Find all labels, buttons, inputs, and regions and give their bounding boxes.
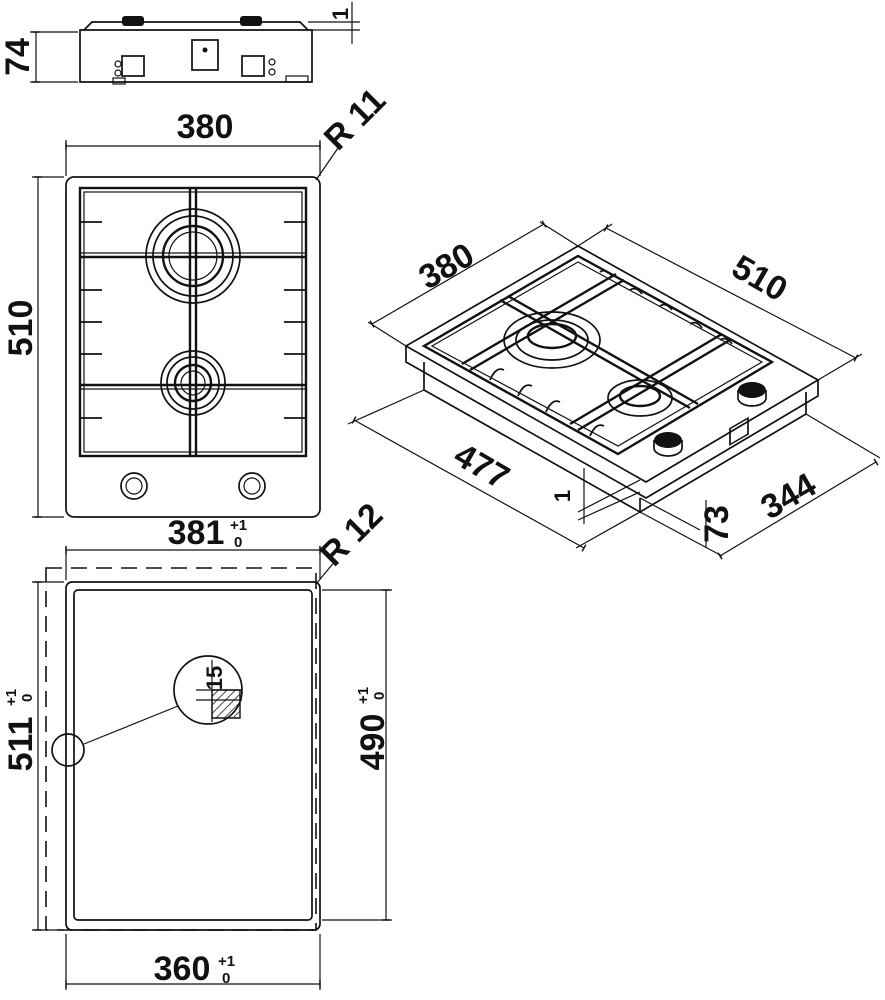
knob-right-icon — [240, 16, 262, 26]
hob-outline — [65, 176, 321, 518]
grate-fingers — [80, 221, 306, 419]
iso-knob-right-icon — [737, 382, 767, 407]
iso-cutout-width-label: 344 — [754, 466, 822, 527]
cutout-outer-depth-tol-upper: +1 — [3, 689, 20, 706]
iso-burner-large-icon — [503, 311, 601, 369]
iso-burner-small-icon — [607, 379, 673, 417]
top-width-label: 380 — [177, 108, 234, 146]
cutout-inner-width-tol-upper: +1 — [218, 953, 235, 970]
cutout-width-label: 381 — [168, 514, 225, 552]
cutout-inner-depth-tol-lower: 0 — [371, 692, 388, 700]
cutout-inner-depth-tol-upper: +1 — [355, 687, 372, 704]
detail-callout: 15 — [173, 655, 243, 725]
isometric-view: 380 510 477 1 73 344 — [347, 220, 881, 560]
detail-marker — [51, 733, 85, 767]
gas-connector-icon — [191, 39, 219, 71]
control-knob-right-icon — [238, 472, 266, 500]
side-clearance-label: 1 — [328, 8, 353, 20]
burner-large-icon — [145, 208, 241, 304]
cutout-view: 381 +1 0 R 12 511 +1 0 490 +1 0 360 +1 0 — [2, 496, 392, 990]
iso-height-label: 73 — [698, 505, 736, 543]
detail-dimension-label: 15 — [202, 666, 227, 690]
iso-width-label: 380 — [412, 236, 480, 297]
iso-depth-label: 510 — [725, 248, 793, 309]
cutout-inner — [73, 589, 313, 921]
top-depth-label: 510 — [2, 300, 40, 357]
cutout-inner-width-label: 360 — [154, 950, 211, 988]
iso-gap-label: 1 — [550, 490, 575, 502]
cutout-inner-width-tol-lower: 0 — [222, 970, 230, 987]
burner-small-icon — [160, 350, 226, 416]
cutout-outer-depth-tol-lower: 0 — [19, 694, 36, 702]
cutout-outer-depth-label: 511 — [2, 717, 40, 772]
cutout-inner-depth-label: 490 — [354, 714, 392, 771]
cutout-radius-label: R 12 — [313, 496, 391, 574]
iso-connector-icon — [729, 416, 749, 446]
valve-right-icon — [241, 55, 309, 83]
iso-knob-left-icon — [653, 432, 683, 457]
top-radius-label: R 11 — [317, 81, 393, 157]
control-knob-left-icon — [120, 472, 148, 500]
valve-left-icon — [112, 55, 145, 85]
cutout-width-tol-upper: +1 — [230, 517, 247, 534]
side-view-top-rim — [83, 21, 309, 31]
side-height-label: 74 — [0, 38, 37, 76]
top-view: 380 R 11 510 — [2, 81, 393, 518]
side-view: 74 1 — [0, 2, 360, 85]
cutout-width-tol-lower: 0 — [234, 534, 242, 551]
knob-left-icon — [122, 16, 144, 26]
iso-box-left — [423, 362, 641, 514]
iso-cutout-depth-label: 477 — [447, 436, 515, 497]
side-view-body — [79, 29, 313, 83]
cutout-outer-dashed — [45, 567, 317, 931]
cutout-frame — [65, 581, 321, 931]
